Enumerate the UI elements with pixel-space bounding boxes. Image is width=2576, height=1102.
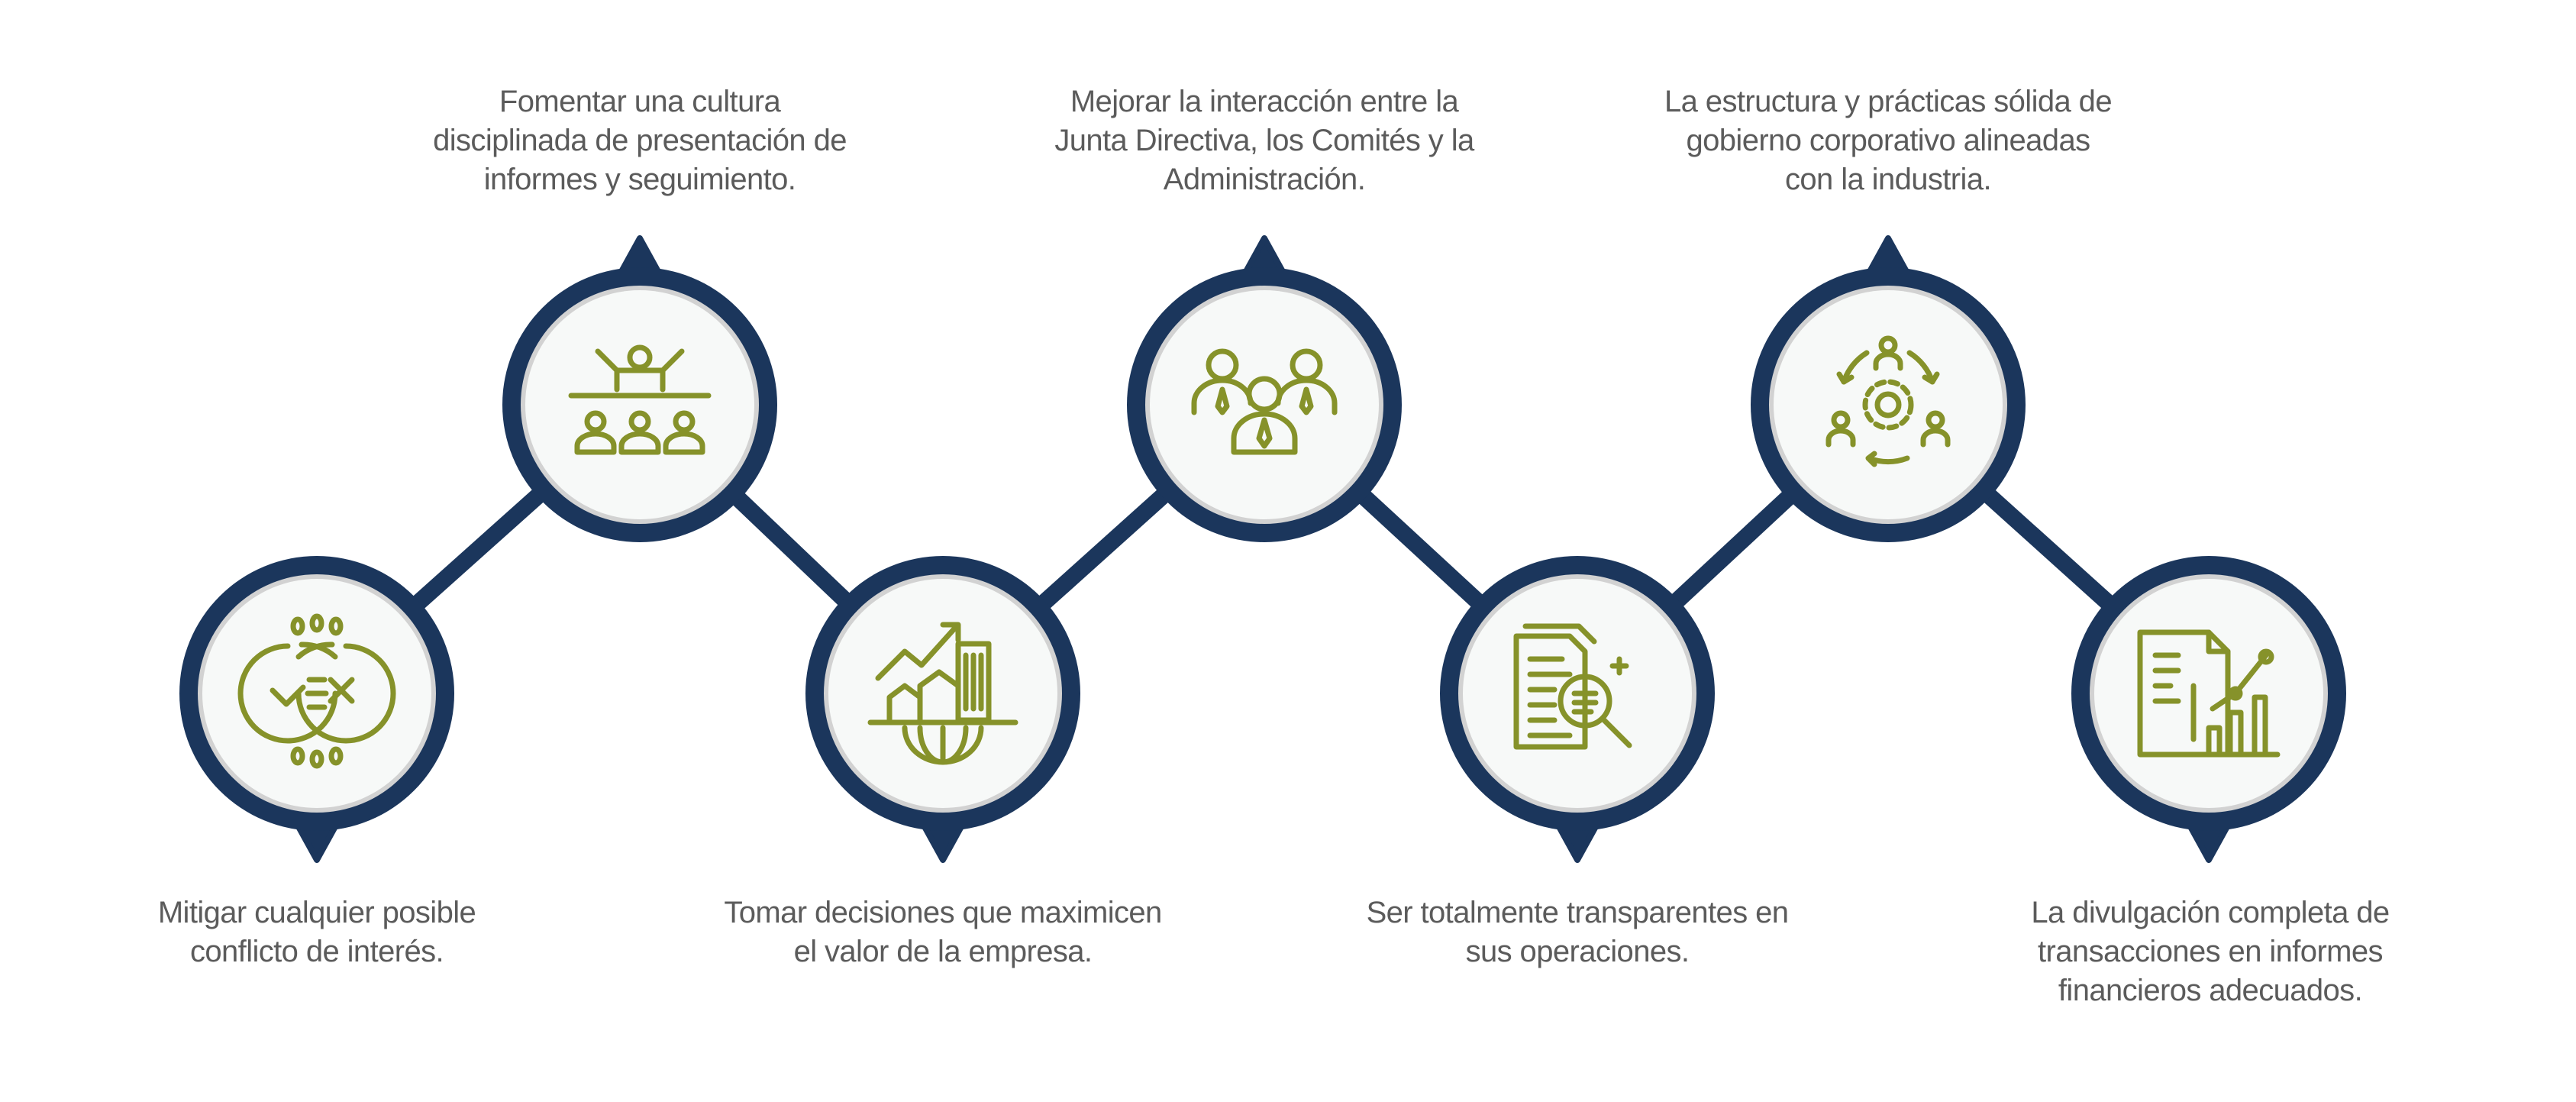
caption-line: informes y seguimiento. (483, 163, 796, 196)
caption-step-6: La estructura y prácticas sólida de gobi… (1598, 82, 2178, 199)
caption-line: Mejorar la interacción entre la (1070, 85, 1459, 118)
node-inner (828, 579, 1057, 808)
caption-line: gobierno corporativo alineadas (1686, 124, 2090, 157)
timeline-node-2 (502, 235, 777, 542)
caption-step-5: Ser totalmente transparentes en sus oper… (1287, 894, 1867, 971)
caption-line: Fomentar una cultura (499, 85, 781, 118)
caption-step-7: La divulgación completa de transacciones… (1920, 894, 2500, 1010)
caption-step-2: Fomentar una cultura disciplinada de pre… (350, 82, 930, 199)
caption-line: Tomar decisiones que maximicen (724, 896, 1162, 929)
presenter-audience-icon (568, 344, 712, 455)
caption-line: Administración. (1163, 163, 1366, 196)
timeline-nodes (179, 235, 2346, 863)
governance-cycle-icon (1825, 335, 1951, 467)
node-inner (2094, 579, 2323, 808)
caption-step-1: Mitigar cualquier posible conflicto de i… (27, 894, 607, 971)
node-inner (1150, 290, 1379, 519)
caption-step-3: Tomar decisiones que maximicen el valor … (653, 894, 1233, 971)
caption-line: Ser totalmente transparentes en (1366, 896, 1789, 929)
node-inner (1774, 290, 2003, 519)
timeline-node-7 (2071, 556, 2346, 863)
caption-line: el valor de la empresa. (793, 935, 1093, 968)
business-growth-icon (867, 622, 1018, 765)
financial-report-icon (2137, 629, 2281, 758)
caption-line: transacciones en informes (2038, 935, 2384, 968)
conflict-of-interest-icon (237, 613, 396, 769)
caption-line: con la industria. (1785, 163, 1992, 196)
caption-line: financieros adecuados. (2058, 974, 2363, 1007)
node-inner (525, 290, 754, 519)
timeline-node-4 (1127, 235, 1402, 542)
caption-line: Mitigar cualquier posible (157, 896, 476, 929)
caption-line: Junta Directiva, los Comités y la (1054, 124, 1474, 157)
caption-line: La estructura y prácticas sólida de (1664, 85, 2113, 118)
caption-line: disciplinada de presentación de (433, 124, 847, 157)
caption-line: conflicto de interés. (189, 935, 444, 968)
team-icon (1191, 348, 1338, 455)
document-search-icon (1513, 623, 1632, 750)
timeline-node-3 (805, 556, 1080, 863)
timeline-node-6 (1751, 235, 2026, 542)
timeline-node-1 (179, 556, 454, 863)
caption-step-4: Mejorar la interacción entre la Junta Di… (974, 82, 1554, 199)
caption-line: sus operaciones. (1465, 935, 1690, 968)
caption-line: La divulgación completa de (2031, 896, 2390, 929)
timeline-node-5 (1440, 556, 1715, 863)
